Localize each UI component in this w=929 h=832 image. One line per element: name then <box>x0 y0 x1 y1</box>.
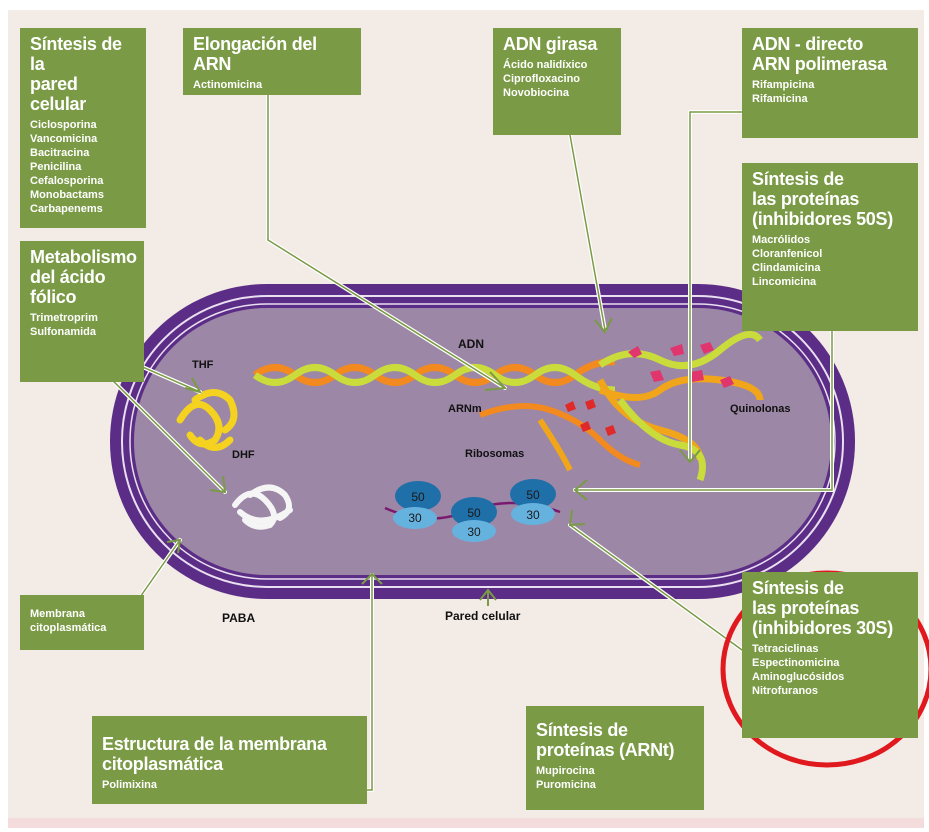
title: Metabolismo <box>30 247 134 267</box>
drug: Ciclosporina <box>30 118 136 132</box>
text: citoplasmática <box>30 621 134 635</box>
label-ribosomas: Ribosomas <box>465 448 524 460</box>
ribosome-2: 50 30 <box>451 497 497 542</box>
box-elongacion: Elongación del ARN Actinomicina <box>183 28 361 95</box>
drug: Sulfonamida <box>30 325 134 339</box>
title: del ácido <box>30 267 134 287</box>
drug: Puromicina <box>536 778 694 792</box>
drug: Mupirocina <box>536 764 694 778</box>
drug: Rifampicina <box>752 78 908 92</box>
label-thf: THF <box>192 359 214 371</box>
drug: Macrólidos <box>752 233 908 247</box>
label-arnm: ARNm <box>448 403 482 415</box>
label-pared-celular: Pared celular <box>445 609 521 623</box>
drug: Ciprofloxacino <box>503 72 611 86</box>
label-adn: ADN <box>458 337 484 351</box>
ribosome-3-30: 30 <box>526 508 540 522</box>
ribosome-1-30: 30 <box>408 511 422 525</box>
drug: Penicilina <box>30 160 136 174</box>
title: (inhibidores 50S) <box>752 209 908 229</box>
drug: Rifamicina <box>752 92 908 106</box>
title: ARN polimerasa <box>752 54 908 74</box>
label-paba: PABA <box>222 611 255 625</box>
drug: Lincomicina <box>752 275 908 289</box>
title: Síntesis de <box>536 720 694 740</box>
drug: Trimetroprim <box>30 311 134 325</box>
box-girasa: ADN girasa Ácido nalidíxico Ciprofloxaci… <box>493 28 621 135</box>
label-dhf: DHF <box>232 449 255 461</box>
title: ADN girasa <box>503 34 611 54</box>
title: ADN - directo <box>752 34 908 54</box>
ribosome-2-50: 50 <box>467 506 481 520</box>
drug: Cloranfenicol <box>752 247 908 261</box>
title: Síntesis de la <box>30 34 136 74</box>
drug: Vancomicina <box>30 132 136 146</box>
text: Membrana <box>30 607 134 621</box>
drug: Actinomicina <box>193 78 351 92</box>
title: citoplasmática <box>102 754 357 774</box>
drug: Novobiocina <box>503 86 611 100</box>
title: las proteínas <box>752 598 908 618</box>
drug: Cefalosporina <box>30 174 136 188</box>
drug: Monobactams <box>30 188 136 202</box>
label-quinolonas: Quinolonas <box>730 403 791 415</box>
ribosome-1: 50 30 <box>393 481 441 529</box>
drug: Carbapenems <box>30 202 136 216</box>
title: Estructura de la membrana <box>102 734 357 754</box>
title: (inhibidores 30S) <box>752 618 908 638</box>
drug: Clindamicina <box>752 261 908 275</box>
title: fólico <box>30 287 134 307</box>
drug: Polimixina <box>102 778 357 792</box>
title: proteínas (ARNt) <box>536 740 694 760</box>
ribosome-2-30: 30 <box>467 525 481 539</box>
drug: Bacitracina <box>30 146 136 160</box>
title: Síntesis de <box>752 169 908 189</box>
title: Elongación del ARN <box>193 34 351 74</box>
drug: Aminoglucósidos <box>752 670 908 684</box>
ribosome-1-50: 50 <box>411 490 425 504</box>
title: Síntesis de <box>752 578 908 598</box>
title: las proteínas <box>752 189 908 209</box>
title: pared celular <box>30 74 136 114</box>
drug: Tetraciclinas <box>752 642 908 656</box>
drug: Espectinomicina <box>752 656 908 670</box>
drug: Ácido nalidíxico <box>503 58 611 72</box>
ribosome-3-50: 50 <box>526 488 540 502</box>
ribosome-3: 50 30 <box>510 479 556 525</box>
drug: Nitrofuranos <box>752 684 908 698</box>
